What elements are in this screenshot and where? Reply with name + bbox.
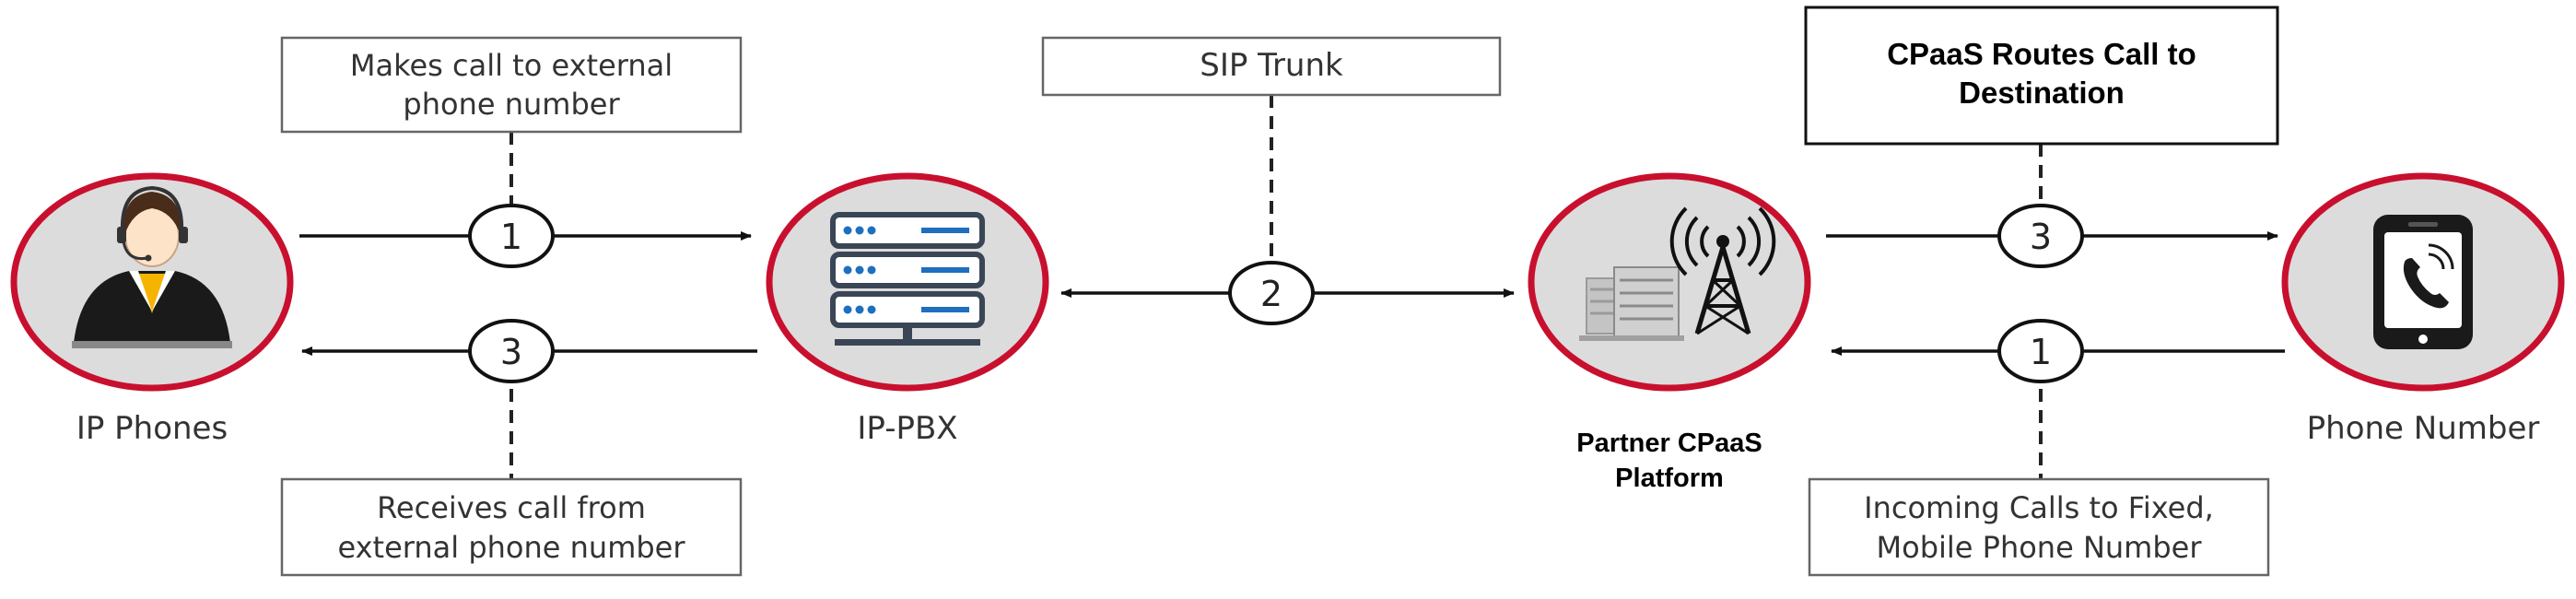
svg-text:1: 1 [2030, 332, 2052, 372]
box-cpaas-routes: CPaaS Routes Call to Destination [1804, 6, 2279, 146]
node-partner-cpaas-platform: Partner CPaaS Platform [1528, 172, 1811, 493]
step-circle-3-bottom-left: 3 [468, 319, 555, 383]
svg-text:external phone number: external phone number [337, 530, 685, 565]
cell-tower-icon [1669, 206, 1776, 335]
svg-text:Platform: Platform [1615, 464, 1724, 493]
box-receives-call: Receives call from external phone number [280, 477, 743, 577]
svg-text:1: 1 [500, 217, 522, 257]
svg-text:Destination: Destination [1959, 76, 2125, 110]
node-ip-phones: IP Phones [10, 172, 294, 447]
svg-text:Receives call from: Receives call from [377, 490, 646, 525]
svg-text:3: 3 [2030, 217, 2052, 257]
svg-text:Makes call to external: Makes call to external [350, 48, 673, 83]
smartphone-icon [2373, 215, 2473, 349]
svg-text:IP-PBX: IP-PBX [857, 410, 957, 447]
svg-text:Mobile Phone Number: Mobile Phone Number [1877, 530, 2203, 565]
svg-text:2: 2 [1260, 274, 1282, 314]
box-sip-trunk: SIP Trunk [1041, 36, 1502, 97]
box-incoming-calls: Incoming Calls to Fixed, Mobile Phone Nu… [1808, 477, 2270, 577]
node-ip-pbx: IP-PBX [766, 172, 1049, 447]
svg-text:SIP Trunk: SIP Trunk [1200, 47, 1343, 84]
step-circle-1-bottom-right: 1 [1997, 319, 2084, 383]
call-center-agent-icon [72, 185, 232, 348]
box-makes-call: Makes call to external phone number [280, 36, 743, 134]
step-circle-2-middle: 2 [1228, 261, 1315, 325]
svg-text:Incoming Calls to Fixed,: Incoming Calls to Fixed, [1864, 490, 2214, 525]
svg-text:Phone Number: Phone Number [2307, 410, 2540, 447]
server-tower-icon [1579, 266, 1684, 341]
svg-text:phone number: phone number [403, 87, 620, 122]
svg-text:CPaaS Routes Call to: CPaaS Routes Call to [1887, 37, 2196, 71]
svg-text:IP Phones: IP Phones [76, 410, 228, 447]
step-circle-1-top-left: 1 [468, 204, 555, 268]
svg-text:3: 3 [500, 332, 522, 372]
node-phone-number: Phone Number [2281, 172, 2565, 447]
svg-text:Partner CPaaS: Partner CPaaS [1576, 429, 1762, 458]
step-circle-3-top-right: 3 [1997, 204, 2084, 268]
server-rack-icon [830, 212, 985, 346]
